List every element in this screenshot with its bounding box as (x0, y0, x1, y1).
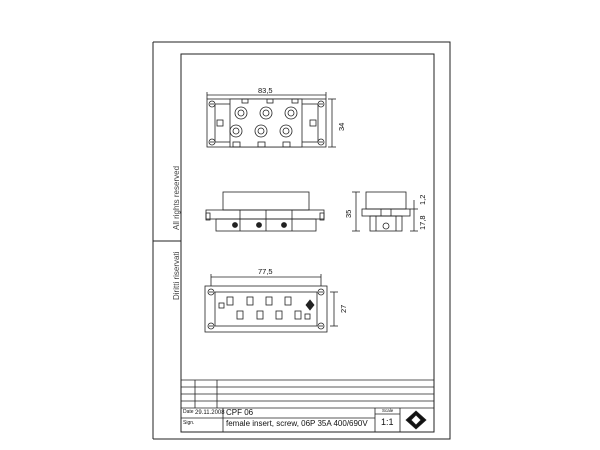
dim-top-width: 83,5 (258, 86, 273, 95)
scale-value: 1:1 (381, 417, 394, 427)
sheet-border (152, 41, 451, 440)
title-block (181, 379, 434, 432)
top-view (206, 92, 336, 148)
dim-side-lower: 17,8 (418, 215, 427, 230)
dim-top-height: 34 (337, 122, 346, 131)
bottom-view (204, 274, 338, 333)
dim-side-gap: 1,2 (418, 194, 427, 205)
dim-bottom-width: 77,5 (258, 267, 273, 276)
front-view (205, 191, 325, 232)
dim-bottom-height: 27 (339, 304, 348, 313)
date-value: 29.11.2008 (195, 410, 225, 416)
part-description: female insert, screw, 06P 35A 400/690V (226, 419, 368, 428)
part-code: CPF 06 (226, 408, 254, 417)
sign-label: Sign. (183, 420, 195, 426)
dim-side-height: 35 (344, 209, 353, 218)
diritti-riservati-note: Diritti riservati (172, 251, 181, 300)
side-view (352, 191, 418, 232)
rights-reserved-note: All rights reserved (172, 165, 181, 230)
date-label: Date (183, 409, 194, 415)
scale-label: Scale (382, 408, 394, 413)
